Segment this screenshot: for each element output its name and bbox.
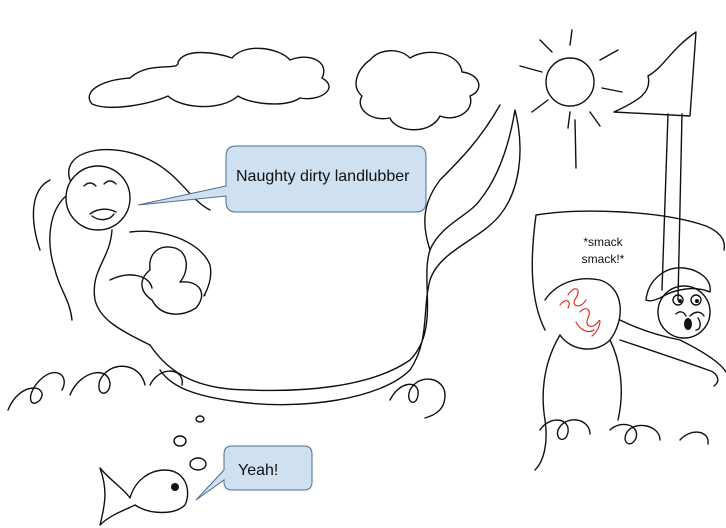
sailor-pupil-left (678, 299, 682, 303)
slap-mark-1 (559, 288, 587, 309)
mermaid-arm (129, 230, 212, 297)
mermaid-chest (109, 246, 203, 315)
flag-pole (661, 113, 683, 301)
cloud-middle (355, 50, 480, 131)
mermaid-speech-text: Naughty dirty landlubber (236, 168, 410, 185)
fish (99, 467, 189, 526)
mermaid-head (65, 165, 131, 231)
mermaid-tail (149, 109, 521, 406)
sun (545, 57, 595, 107)
sailor-body (619, 319, 726, 387)
ship-sail (531, 210, 726, 331)
smack-line-1: *smack (583, 235, 623, 249)
sailor-head (657, 285, 711, 339)
tail-fin (424, 104, 501, 251)
sailor-eye-right (690, 294, 702, 306)
smack-sound-effect: *smack smack!* (568, 234, 638, 268)
sailor-eye-left (672, 294, 684, 306)
sun-rays (519, 29, 623, 169)
air-bubble-large (189, 457, 207, 471)
air-bubble-medium (173, 435, 187, 447)
slap-mark-2 (575, 308, 601, 337)
fish-eye (171, 483, 179, 491)
waves-right (539, 419, 709, 445)
tail-slapping (534, 278, 622, 471)
sailor-hat (645, 267, 711, 302)
fish-speech-text: Yeah! (238, 462, 279, 479)
flag (613, 31, 697, 117)
waves-middle (389, 378, 446, 419)
cloud-left (88, 47, 330, 108)
sailor-mustache (675, 311, 705, 331)
air-bubble-small (195, 415, 205, 423)
mermaid-speech-bubble (137, 145, 427, 213)
sailor-mouth (684, 318, 692, 330)
sailor-pupil-right (695, 299, 699, 303)
mermaid-face (83, 180, 117, 221)
mermaid-hair (32, 148, 211, 346)
smack-line-2: smack!* (581, 252, 625, 266)
waves-left (7, 365, 183, 411)
fish-speech-bubble (195, 445, 313, 501)
